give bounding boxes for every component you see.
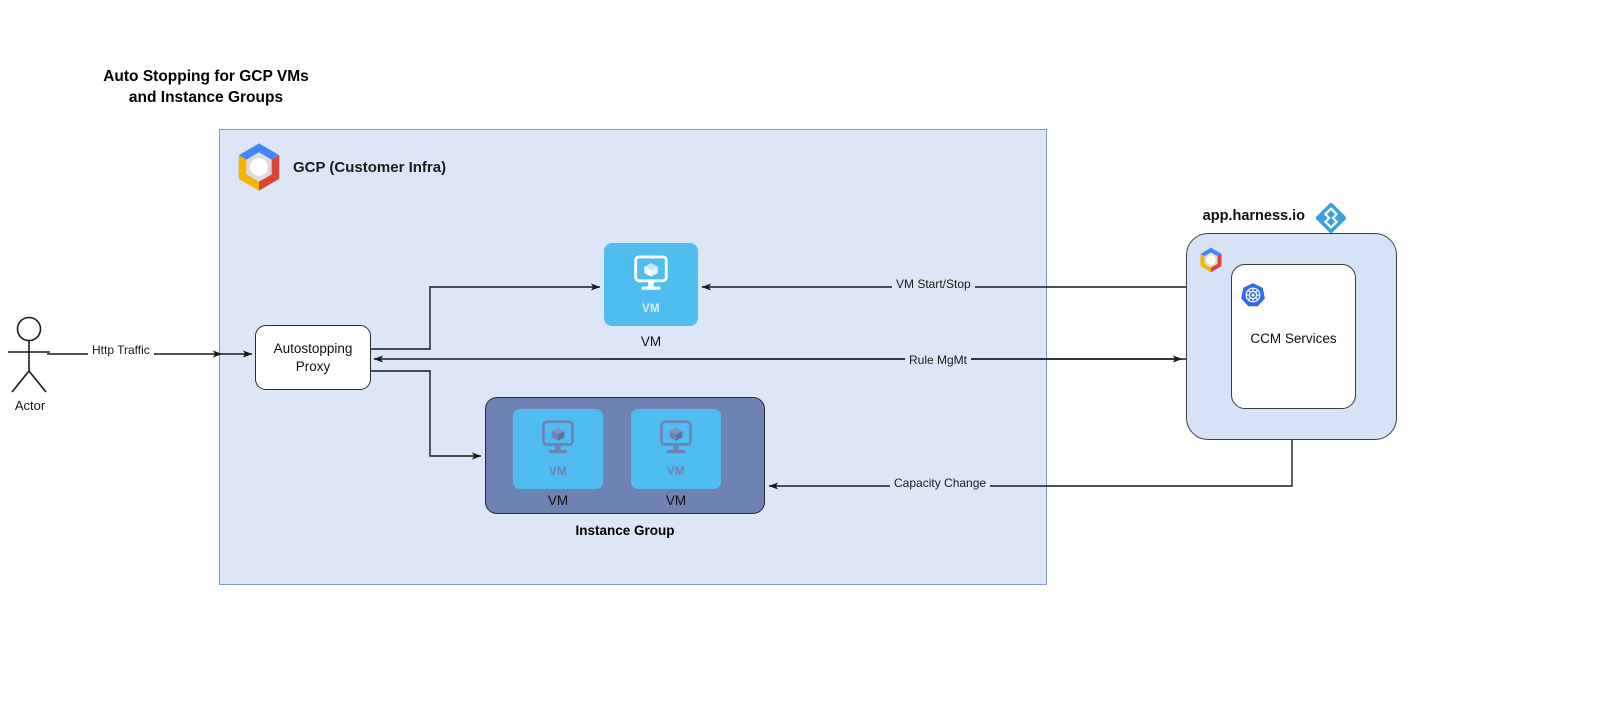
instance-group-vm-2-tile-caption: VM [666,466,686,478]
edge-label-rule-mgmt: Rule MgMt [905,353,972,367]
instance-group-vm-2-label: VM [665,493,687,508]
edge-label-http-traffic: Http Traffic [88,343,154,357]
vm-node[interactable]: VM [604,243,698,326]
actor-label: Actor [14,398,46,413]
instance-group-vm-1-tile-caption: VM [548,466,568,478]
vm-monitor-cube-icon [536,420,580,465]
autostopping-proxy-node[interactable]: Autostopping Proxy [255,325,371,390]
page-title: Auto Stopping for GCP VMs and Instance G… [103,68,309,106]
harness-panel-title: app.harness.io [1202,208,1305,224]
autostopping-proxy-label: Autostopping Proxy [273,340,353,374]
kubernetes-helm-icon [1240,282,1266,308]
actor-figure [8,316,50,393]
gcp-hexagon-logo-icon [232,140,286,194]
vm-monitor-cube-icon [654,420,698,465]
ccm-services-label: CCM Services [1250,331,1337,346]
gcp-hexagon-logo-icon [1197,246,1225,274]
edge-label-capacity-change: Capacity Change [890,476,991,490]
vm-monitor-cube-icon [628,254,674,302]
instance-group-node[interactable]: VM VM VM VM [485,397,765,514]
instance-group-caption: Instance Group [575,523,675,538]
instance-group-vm-2[interactable]: VM [631,409,721,489]
vm-node-label: VM [640,334,662,349]
edge-label-vm-start-stop: VM Start/Stop [892,277,975,291]
instance-group-vm-1-label: VM [547,493,569,508]
vm-tile-caption: VM [641,302,661,315]
gcp-panel-title: GCP (Customer Infra) [293,159,447,176]
instance-group-vm-1[interactable]: VM [513,409,603,489]
harness-diamond-logo-icon [1315,202,1347,234]
